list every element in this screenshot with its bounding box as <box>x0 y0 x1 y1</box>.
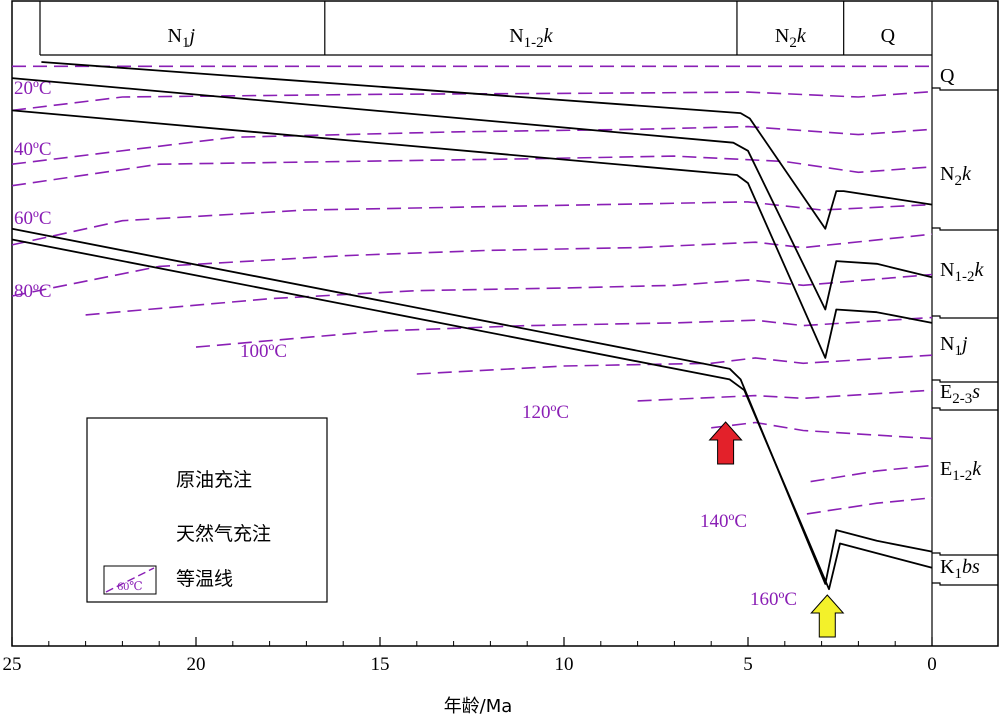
x-axis-title: 年龄/Ma <box>444 696 513 717</box>
stage-label-0: N1j <box>168 25 196 51</box>
formation-label-0: Q <box>940 65 955 87</box>
burial-line-2 <box>11 109 933 359</box>
formation-boundary-0 <box>932 87 998 91</box>
stage-label-1: N1-2k <box>509 25 553 51</box>
formation-boundary-6 <box>932 582 998 586</box>
formation-label-4: E2-3s <box>940 381 980 407</box>
gas-charge-arrow <box>810 594 845 638</box>
isotherm-line-1 <box>11 90 933 112</box>
isotherm-label-6: 140ºC <box>700 511 747 532</box>
stage-dividers <box>324 1 845 55</box>
formation-label-1: N2k <box>940 163 972 189</box>
x-tick-label-2: 15 <box>371 654 390 675</box>
isotherm-line-4 <box>11 201 933 246</box>
isotherm-line-9 <box>637 389 933 402</box>
stage-label-2: N2k <box>775 25 807 51</box>
formation-boundary-5 <box>932 552 998 556</box>
formation-label-2: N1-2k <box>940 259 984 285</box>
legend-label-2: 等温线 <box>176 568 233 590</box>
x-tick-label-0: 25 <box>3 654 22 675</box>
isotherm-lines <box>11 65 933 515</box>
legend-isotherm-sample-label: 60℃ <box>117 579 142 593</box>
isotherm-label-3: 80ºC <box>14 281 52 302</box>
isotherm-line-3 <box>11 155 933 187</box>
isotherm-line-6 <box>85 273 933 316</box>
legend-label-0: 原油充注 <box>176 469 252 491</box>
isotherm-label-2: 60ºC <box>14 208 52 229</box>
x-tick-label-1: 20 <box>187 654 206 675</box>
formation-boundary-3 <box>932 379 998 383</box>
isotherm-line-7 <box>195 316 933 348</box>
burial-line-1 <box>11 77 933 311</box>
formation-boundaries <box>932 87 998 586</box>
legend-isotherm-sample-line <box>105 567 155 593</box>
isotherm-labels: 20ºC 40ºC 60ºC 80ºC 100ºC 120ºC 140ºC 160ºC <box>14 78 797 610</box>
burial-line-0 <box>41 61 933 230</box>
burial-line-4 <box>11 238 933 591</box>
isotherm-line-8 <box>416 354 933 375</box>
legend-label-1: 天然气充注 <box>176 523 271 545</box>
isotherm-label-1: 40ºC <box>14 139 52 160</box>
isotherm-label-5: 120ºC <box>522 402 569 423</box>
formation-label-5: E1-2k <box>940 458 982 484</box>
isotherm-line-10 <box>711 421 933 440</box>
isotherm-label-7: 160ºC <box>750 589 797 610</box>
x-tick-label-5: 0 <box>927 654 937 675</box>
isotherm-label-4: 100ºC <box>240 341 287 362</box>
isotherm-line-12 <box>806 497 933 515</box>
oil-charge-arrow <box>708 421 743 465</box>
burial-line-3 <box>11 227 933 585</box>
formation-label-3: N1j <box>940 333 968 359</box>
x-axis: 25 20 15 10 5 0 <box>3 637 937 675</box>
stage-labels: N1j N1-2k N2k Q <box>168 25 896 51</box>
burial-lines <box>11 61 933 591</box>
formation-label-6: K1bs <box>940 556 980 582</box>
formation-boundary-1 <box>932 227 998 231</box>
isotherm-label-0: 20ºC <box>14 78 52 99</box>
x-tick-label-4: 5 <box>743 654 753 675</box>
formation-boundary-2 <box>932 315 998 319</box>
plot-frame <box>11 0 999 647</box>
isotherm-line-11 <box>810 464 933 483</box>
x-tick-label-3: 10 <box>555 654 574 675</box>
stage-label-3: Q <box>881 25 896 47</box>
formation-boundary-4 <box>932 407 998 411</box>
isotherm-line-2 <box>11 125 933 165</box>
